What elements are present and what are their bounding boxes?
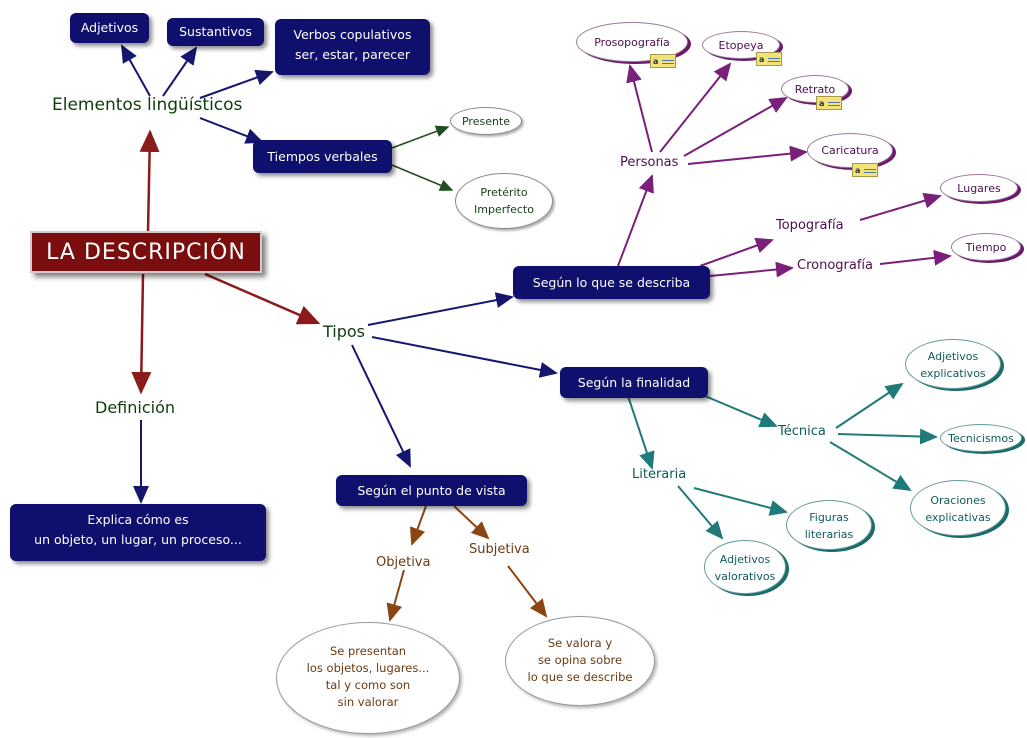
arrow-describa-cronografia xyxy=(709,261,794,278)
node-figuras-line-1: Figuras xyxy=(809,511,849,524)
arrow-finalidad-literaria xyxy=(627,395,655,470)
node-adj-val-line-2: valorativos xyxy=(714,570,776,583)
node-oraciones-explicativas: Oraciones explicativas xyxy=(910,480,1006,536)
node-verbos-copulativos: Verbos copulativos ser, estar, parecer xyxy=(275,19,430,75)
arrow-personas-retrato xyxy=(683,97,788,157)
label-personas: Personas xyxy=(620,155,679,170)
arrow-personas-caricatura xyxy=(687,145,808,165)
arrow-literaria-adjetivos xyxy=(677,485,724,540)
node-segun-describa: Según lo que se describa xyxy=(513,266,710,299)
arrow-title-elementos xyxy=(139,129,160,233)
arrow-subjetiva-valora xyxy=(507,565,548,618)
node-segun-finalidad: Según la finalidad xyxy=(560,367,708,398)
arrow-tipos-finalidad xyxy=(371,336,558,378)
node-verbos-line-1: Verbos copulativos xyxy=(293,27,412,42)
arrow-punto-objetiva xyxy=(410,505,427,546)
node-tiempo: Tiempo xyxy=(951,233,1021,261)
arrow-describa-topografia xyxy=(699,237,774,267)
node-verbos-line-2: ser, estar, parecer xyxy=(295,47,410,62)
node-oraciones-line-2: explicativas xyxy=(925,511,991,524)
node-adjetivos-explicativos: Adjetivos explicativos xyxy=(905,339,1001,389)
label-cronografia: Cronografía xyxy=(797,258,874,273)
arrow-personas-etopeya xyxy=(659,62,732,153)
node-lugares: Lugares xyxy=(940,174,1018,202)
node-adjetivos-valorativos: Adjetivos valorativos xyxy=(704,540,786,594)
node-tecnicismos: Tecnicismos xyxy=(940,424,1022,452)
node-caricatura: Caricatura xyxy=(807,133,893,168)
node-presente: Presente xyxy=(450,107,522,135)
main-title: LA DESCRIPCIÓN xyxy=(30,231,262,273)
node-presentan-line-3: tal y como son xyxy=(325,678,411,692)
arrow-punto-subjetiva xyxy=(453,505,490,540)
node-presentan-line-1: Se presentan xyxy=(329,644,407,658)
node-preterito-line-1: Pretérito xyxy=(480,186,528,199)
arrow-cronografia-tiempo xyxy=(879,249,952,266)
node-oraciones-line-1: Oraciones xyxy=(930,494,986,507)
arrow-tiempos-preterito xyxy=(391,164,454,191)
node-se-presentan: Se presentan los objetos, lugares... tal… xyxy=(276,622,460,734)
node-segun-punto: Según el punto de vista xyxy=(336,475,527,506)
note-attachment-icon[interactable] xyxy=(756,52,782,67)
node-adj-expl-line-2: explicativos xyxy=(920,367,986,380)
node-preterito: Pretérito Imperfecto xyxy=(455,173,553,229)
arrow-elementos-sustantivos xyxy=(162,46,198,97)
arrow-elementos-adjetivos xyxy=(121,44,151,97)
arrow-title-tipos xyxy=(204,272,321,325)
note-attachment-icon[interactable] xyxy=(650,54,676,69)
label-literaria: Literaria xyxy=(632,467,687,482)
label-elementos: Elementos lingüísticos xyxy=(52,95,243,115)
arrow-elementos-tiempos xyxy=(199,117,264,144)
note-attachment-icon[interactable] xyxy=(852,163,878,178)
arrow-tecnica-oraciones xyxy=(829,441,912,492)
node-adjetivos: Adjetivos xyxy=(70,13,149,43)
arrow-topografia-lugares xyxy=(859,192,942,221)
label-topografia: Topografía xyxy=(776,218,844,233)
arrow-tecnica-tecnicismos xyxy=(837,428,938,445)
node-explica: Explica cómo es un objeto, un lugar, un … xyxy=(10,504,266,561)
label-objetiva: Objetiva xyxy=(376,555,431,570)
node-preterito-line-2: Imperfecto xyxy=(474,203,534,216)
arrow-tipos-describa xyxy=(367,292,514,326)
label-subjetiva: Subjetiva xyxy=(469,542,530,557)
node-tiempos-verbales: Tiempos verbales xyxy=(253,140,392,173)
node-explica-line-2: un objeto, un lugar, un proceso... xyxy=(34,532,242,547)
node-se-valora: Se valora y se opina sobre lo que se des… xyxy=(505,616,655,706)
node-figuras-line-2: literarias xyxy=(804,528,854,541)
label-tipos: Tipos xyxy=(323,322,366,341)
note-attachment-icon[interactable] xyxy=(816,96,842,111)
node-valora-line-1: Se valora y xyxy=(547,636,613,650)
arrow-describa-personas xyxy=(617,174,654,267)
arrow-tecnica-adjetivos xyxy=(835,382,904,429)
arrow-tipos-punto xyxy=(351,344,411,468)
node-valora-line-3: lo que se describe xyxy=(527,670,633,684)
node-sustantivos: Sustantivos xyxy=(167,18,264,46)
node-adj-expl-line-1: Adjetivos xyxy=(927,350,979,363)
node-etopeya: Etopeya xyxy=(702,31,780,59)
arrow-elementos-verbos xyxy=(199,69,274,99)
label-definicion: Definición xyxy=(95,398,175,417)
node-prosopografia: Prosopografía xyxy=(576,22,688,62)
arrow-personas-prosopografia xyxy=(626,64,653,153)
node-presentan-line-4: sin valorar xyxy=(337,695,399,709)
node-figuras-literarias: Figuras literarias xyxy=(786,500,872,550)
arrow-tiempos-presente xyxy=(391,125,450,149)
node-valora-line-2: se opina sobre xyxy=(537,653,623,667)
arrow-literaria-figuras xyxy=(693,487,788,516)
label-tecnica: Técnica xyxy=(778,424,826,439)
node-presentan-line-2: los objetos, lugares... xyxy=(306,661,430,675)
node-adj-val-line-1: Adjetivos xyxy=(719,553,771,566)
arrow-objetiva-presentan xyxy=(386,569,405,622)
arrow-title-definicion xyxy=(131,273,152,395)
arrow-finalidad-tecnica xyxy=(704,395,778,428)
node-explica-line-1: Explica cómo es xyxy=(87,512,189,527)
